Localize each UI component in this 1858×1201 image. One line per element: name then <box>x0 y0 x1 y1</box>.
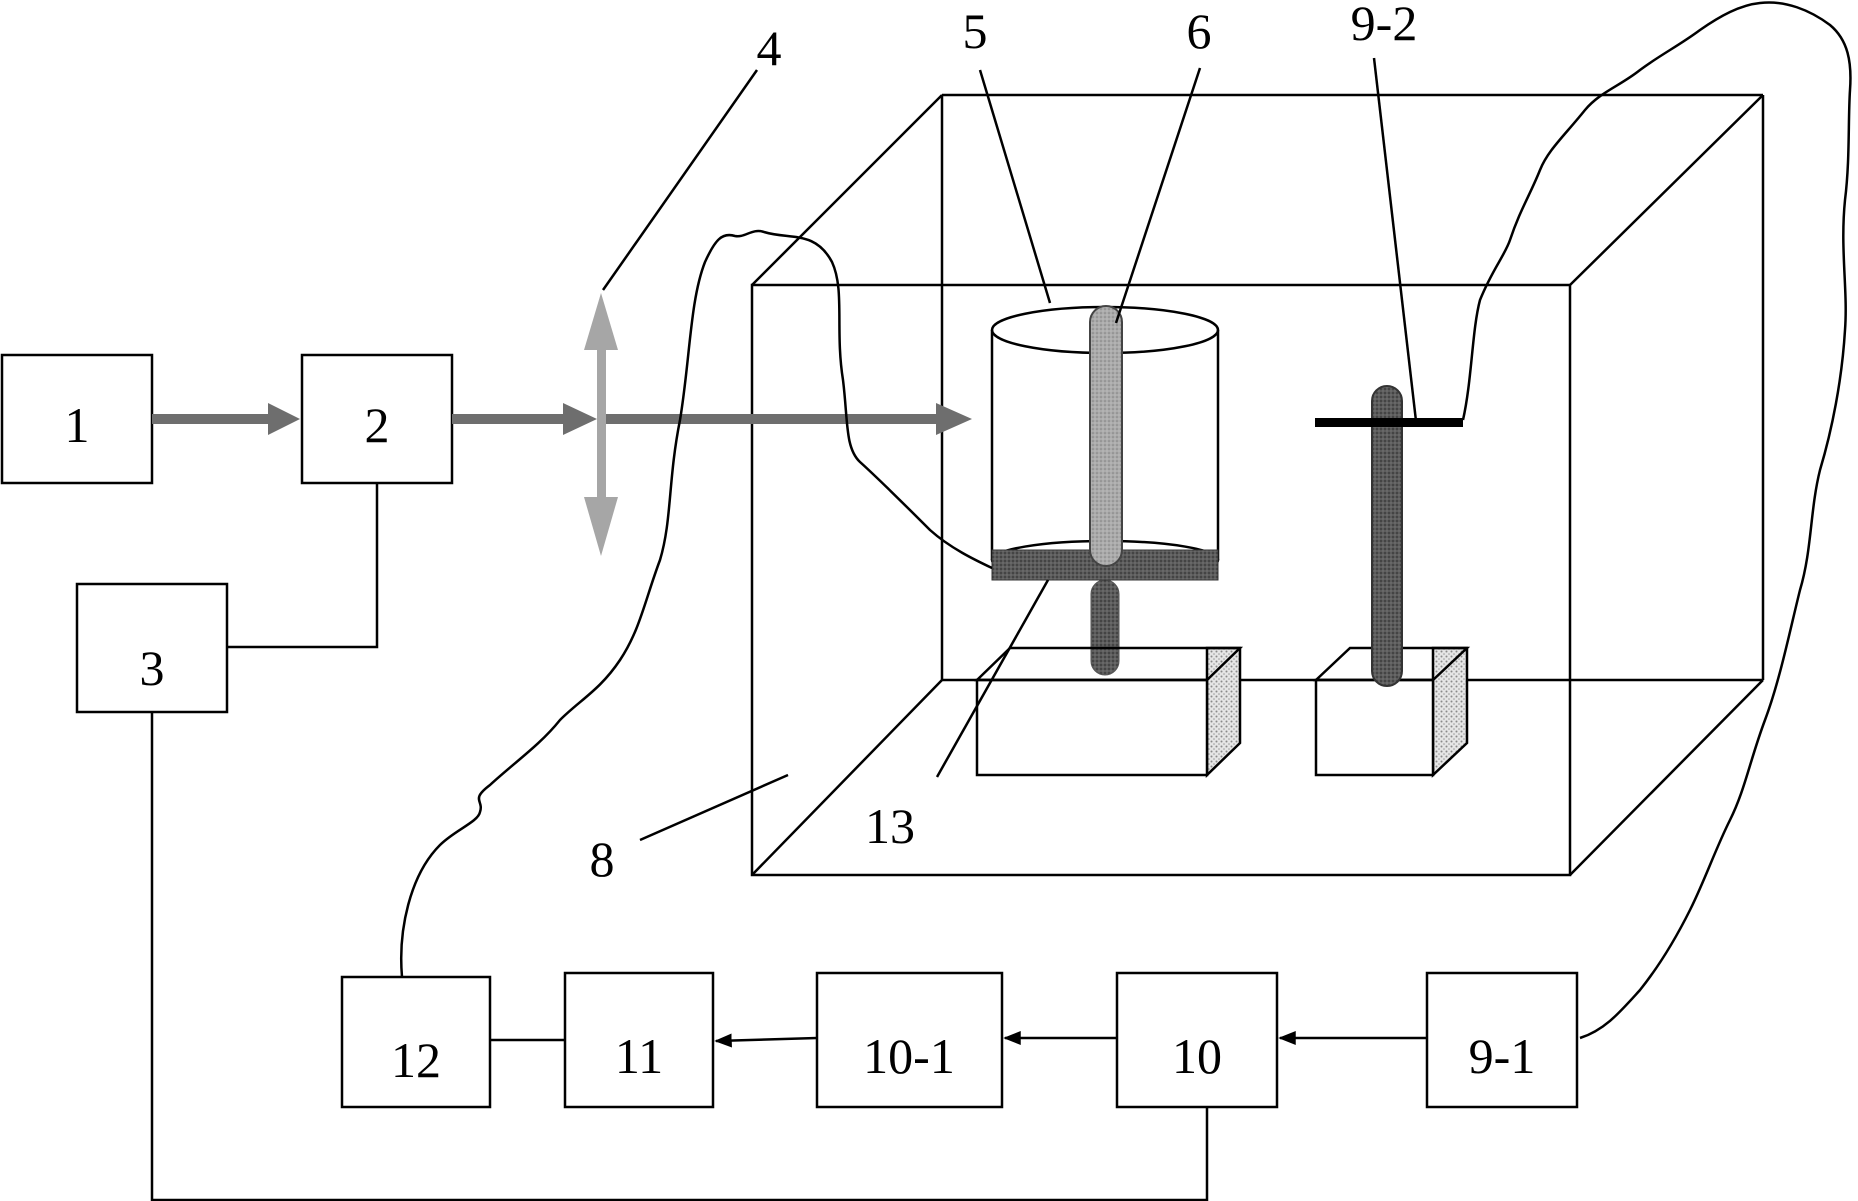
callout-13: 13 <box>865 798 915 854</box>
block-12: 12 <box>340 975 492 1109</box>
leader-13 <box>935 579 1050 778</box>
block-10-label: 10 <box>1172 1028 1222 1084</box>
sample-rod-6 <box>1089 305 1123 567</box>
cable-9-2-to-9-1 <box>1461 1 1852 1040</box>
right-base-block <box>1312 646 1471 778</box>
callout-6: 6 <box>1187 3 1212 59</box>
callout-9-2: 9-2 <box>1351 0 1418 51</box>
callout-5: 5 <box>963 3 988 59</box>
leader-6 <box>1114 67 1202 324</box>
leader-4 <box>601 69 759 291</box>
support-post <box>1090 579 1120 676</box>
leader-8 <box>639 773 789 842</box>
callout-8: 8 <box>590 831 615 887</box>
block-11: 11 <box>563 971 715 1109</box>
block-12-label: 12 <box>391 1032 441 1088</box>
block-9-1-label: 9-1 <box>1469 1028 1536 1084</box>
block-3: 3 <box>75 582 229 714</box>
leader-5 <box>978 69 1052 304</box>
block-10: 10 <box>1115 971 1279 1109</box>
leader-9-2 <box>1372 57 1418 422</box>
block-3-label: 3 <box>140 640 165 696</box>
sensor-bar-9-2 <box>1315 418 1463 427</box>
block-1: 1 <box>0 353 154 485</box>
probe-rod <box>1371 385 1403 687</box>
lens-4 <box>584 293 618 556</box>
wire-2-to-3 <box>227 483 379 649</box>
beam <box>152 403 972 435</box>
chamber-box <box>750 93 1765 877</box>
block-10-1: 10-1 <box>815 971 1004 1109</box>
wire-3-to-10 <box>150 712 1209 1201</box>
left-base-block <box>973 646 1244 778</box>
block-1-label: 1 <box>65 397 90 453</box>
block-11-label: 11 <box>615 1028 663 1084</box>
arrow-10-1-to-11 <box>714 1033 818 1048</box>
block-10-1-label: 10-1 <box>863 1028 955 1084</box>
block-2: 2 <box>300 353 454 485</box>
block-9-1: 9-1 <box>1425 971 1579 1109</box>
callout-4: 4 <box>757 20 782 76</box>
block-2-label: 2 <box>365 397 390 453</box>
cable-12-to-stage <box>400 229 993 978</box>
